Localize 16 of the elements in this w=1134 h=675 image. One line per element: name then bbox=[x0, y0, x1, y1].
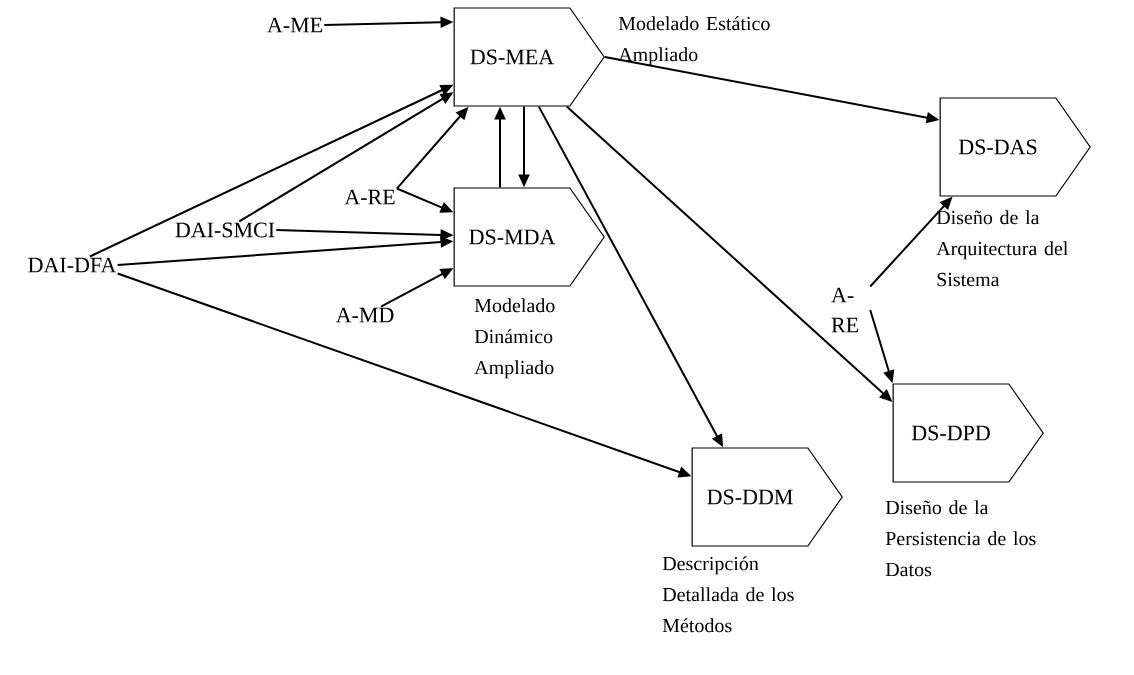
process-pentagon: DS-MDA bbox=[453, 187, 605, 287]
caption-text: Descripción Detallada de los Métodos bbox=[662, 556, 794, 633]
input-label: DAI-SMCI bbox=[175, 222, 275, 238]
process-pentagon: DS-DPD bbox=[892, 383, 1044, 483]
process-pentagon: DS-MEA bbox=[453, 7, 605, 107]
input-label: A-MD bbox=[335, 307, 394, 323]
caption-text: Modelado Dinámico Ampliado bbox=[474, 298, 555, 379]
process-pentagon: DS-DDM bbox=[691, 447, 843, 547]
caption-text: Modelado Estático Ampliado bbox=[618, 16, 770, 66]
input-label: A-ME bbox=[267, 17, 322, 33]
caption-text: Diseño de la Arquitectura del Sistema bbox=[936, 210, 1068, 287]
process-pentagon: DS-DAS bbox=[939, 97, 1091, 197]
caption-text: Diseño de la Persistencia de los Datos bbox=[885, 500, 1036, 577]
input-label: A-RE bbox=[344, 189, 395, 205]
input-label: A- RE bbox=[831, 287, 859, 333]
input-label: DAI-DFA bbox=[28, 257, 117, 273]
